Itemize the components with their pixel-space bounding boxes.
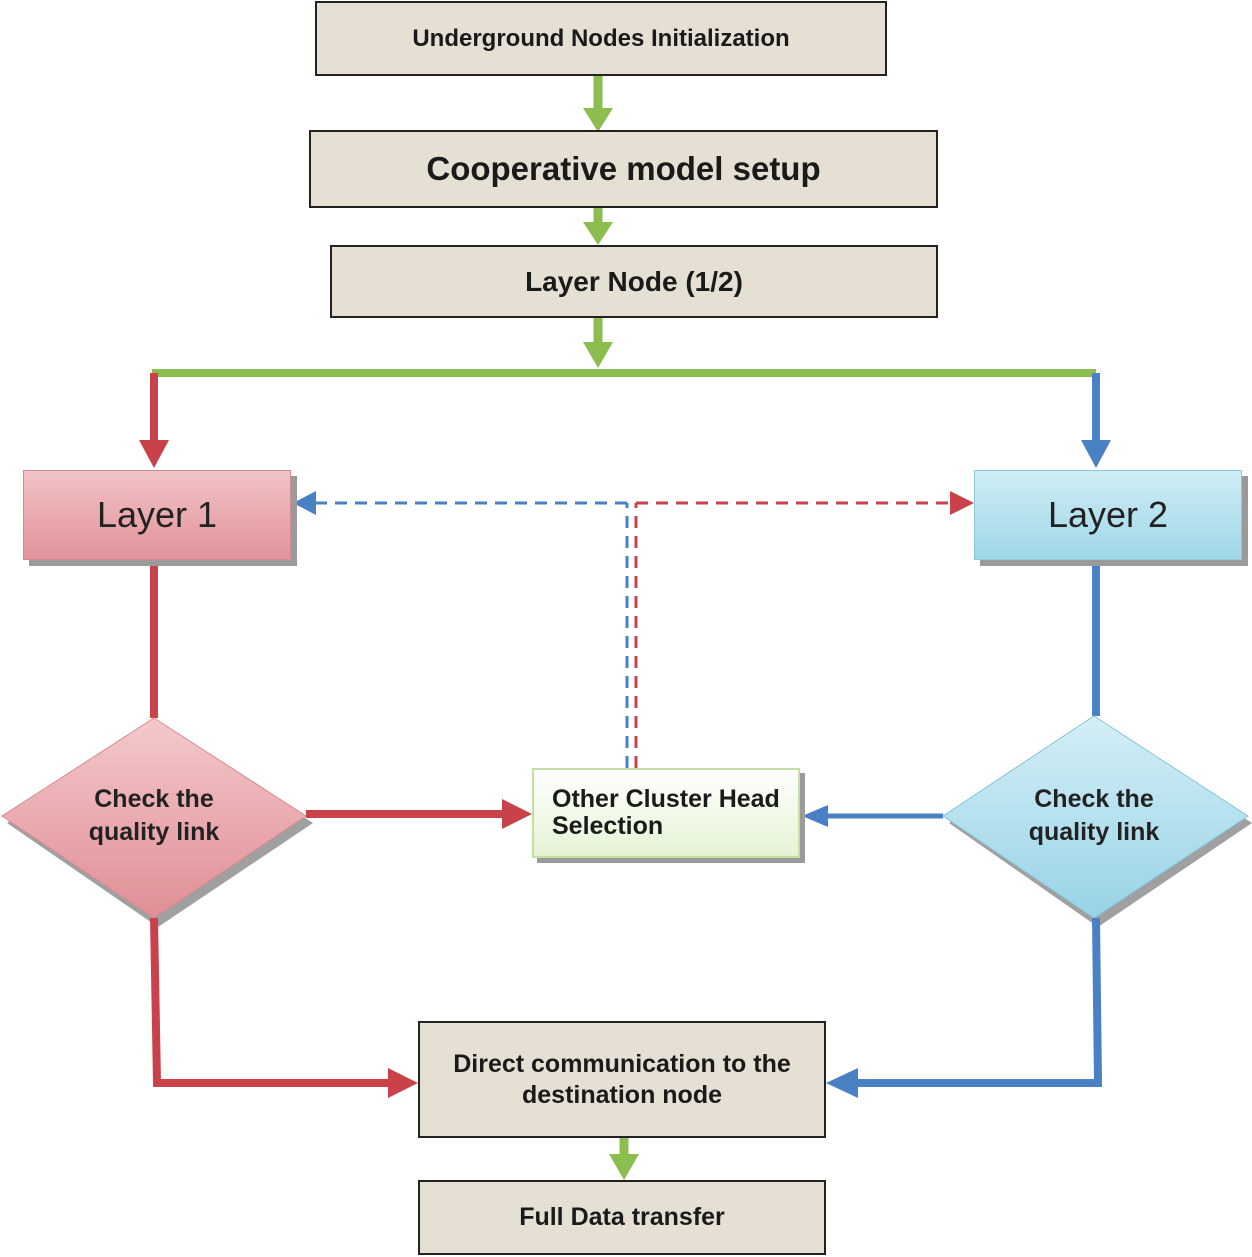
dashed-feedback-to-layer1 [293, 491, 629, 768]
node-other-cluster-head-label: Other Cluster Head Selection [552, 785, 780, 840]
node-layer1[interactable]: Layer 1 [23, 470, 291, 560]
dashed-feedback-to-layer2 [634, 491, 974, 768]
node-layer1-label: Layer 1 [96, 494, 218, 535]
node-init-label: Underground Nodes Initialization [412, 24, 790, 52]
arrow-to-layer1 [139, 373, 169, 468]
node-direct-communication-label: Direct communication to the destination … [453, 1049, 791, 1109]
node-full-data-transfer-label: Full Data transfer [519, 1203, 725, 1231]
node-direct-communication[interactable]: Direct communication to the destination … [418, 1021, 826, 1138]
node-layer2-label: Layer 2 [1047, 494, 1169, 535]
node-init[interactable]: Underground Nodes Initialization [315, 1, 887, 76]
node-coop-setup-label: Cooperative model setup [426, 150, 821, 187]
node-full-data-transfer[interactable]: Full Data transfer [418, 1180, 826, 1255]
arrow-direct-to-full [609, 1138, 639, 1180]
node-layer-node-label: Layer Node (1/2) [525, 265, 743, 297]
arrow-check-right-to-direct [826, 917, 1103, 1098]
check-right-diamond[interactable] [942, 715, 1249, 919]
arrow-coop-to-layernode [583, 208, 613, 245]
arrow-check-left-to-cluster [306, 799, 532, 829]
arrow-check-left-to-direct [150, 917, 418, 1098]
arrow-layernode-to-split [583, 318, 613, 368]
arrow-init-to-coop [583, 76, 613, 132]
node-layer2[interactable]: Layer 2 [974, 470, 1242, 560]
check-right-label: Check the quality link [1028, 785, 1160, 846]
arrow-check-right-to-cluster [802, 805, 943, 827]
arrow-to-layer2 [1081, 373, 1111, 468]
node-other-cluster-head[interactable]: Other Cluster Head Selection [532, 768, 800, 858]
node-layer-node[interactable]: Layer Node (1/2) [330, 245, 938, 318]
node-coop-setup[interactable]: Cooperative model setup [309, 130, 938, 208]
check-left-label: Check the quality link [88, 785, 220, 846]
